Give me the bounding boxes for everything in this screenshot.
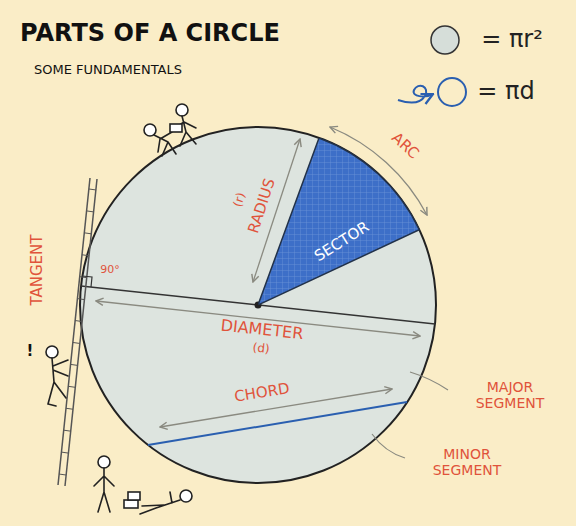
subtitle: SOME FUNDAMENTALS [34, 63, 182, 78]
part-label: MAJOR SEGMENT [454, 379, 566, 411]
leader-line [372, 434, 405, 458]
symbol-label: (d) [252, 341, 270, 356]
sector-outline [258, 138, 420, 305]
chord-line [148, 402, 407, 445]
main-circle [80, 127, 436, 483]
part-label: ARC [388, 129, 422, 162]
ladder-rungs [59, 189, 96, 475]
part-label: MINOR SEGMENT [411, 446, 523, 478]
formula: = πd [477, 78, 534, 106]
right-angle-mark [82, 276, 92, 287]
stick-figures [46, 104, 196, 514]
tangent-ladder [58, 178, 97, 486]
title: PARTS OF A CIRCLE [20, 20, 280, 48]
formula: = πr² [481, 26, 543, 54]
sector-shape: SECTOR [258, 138, 420, 305]
angle-label: 90° [100, 264, 120, 277]
part-label: TANGENT [29, 235, 46, 306]
circumference-icon [438, 78, 466, 106]
unroll-curve [398, 86, 433, 103]
area-icon [431, 26, 459, 54]
leader-line [410, 372, 448, 390]
exclamation: ! [27, 343, 34, 360]
